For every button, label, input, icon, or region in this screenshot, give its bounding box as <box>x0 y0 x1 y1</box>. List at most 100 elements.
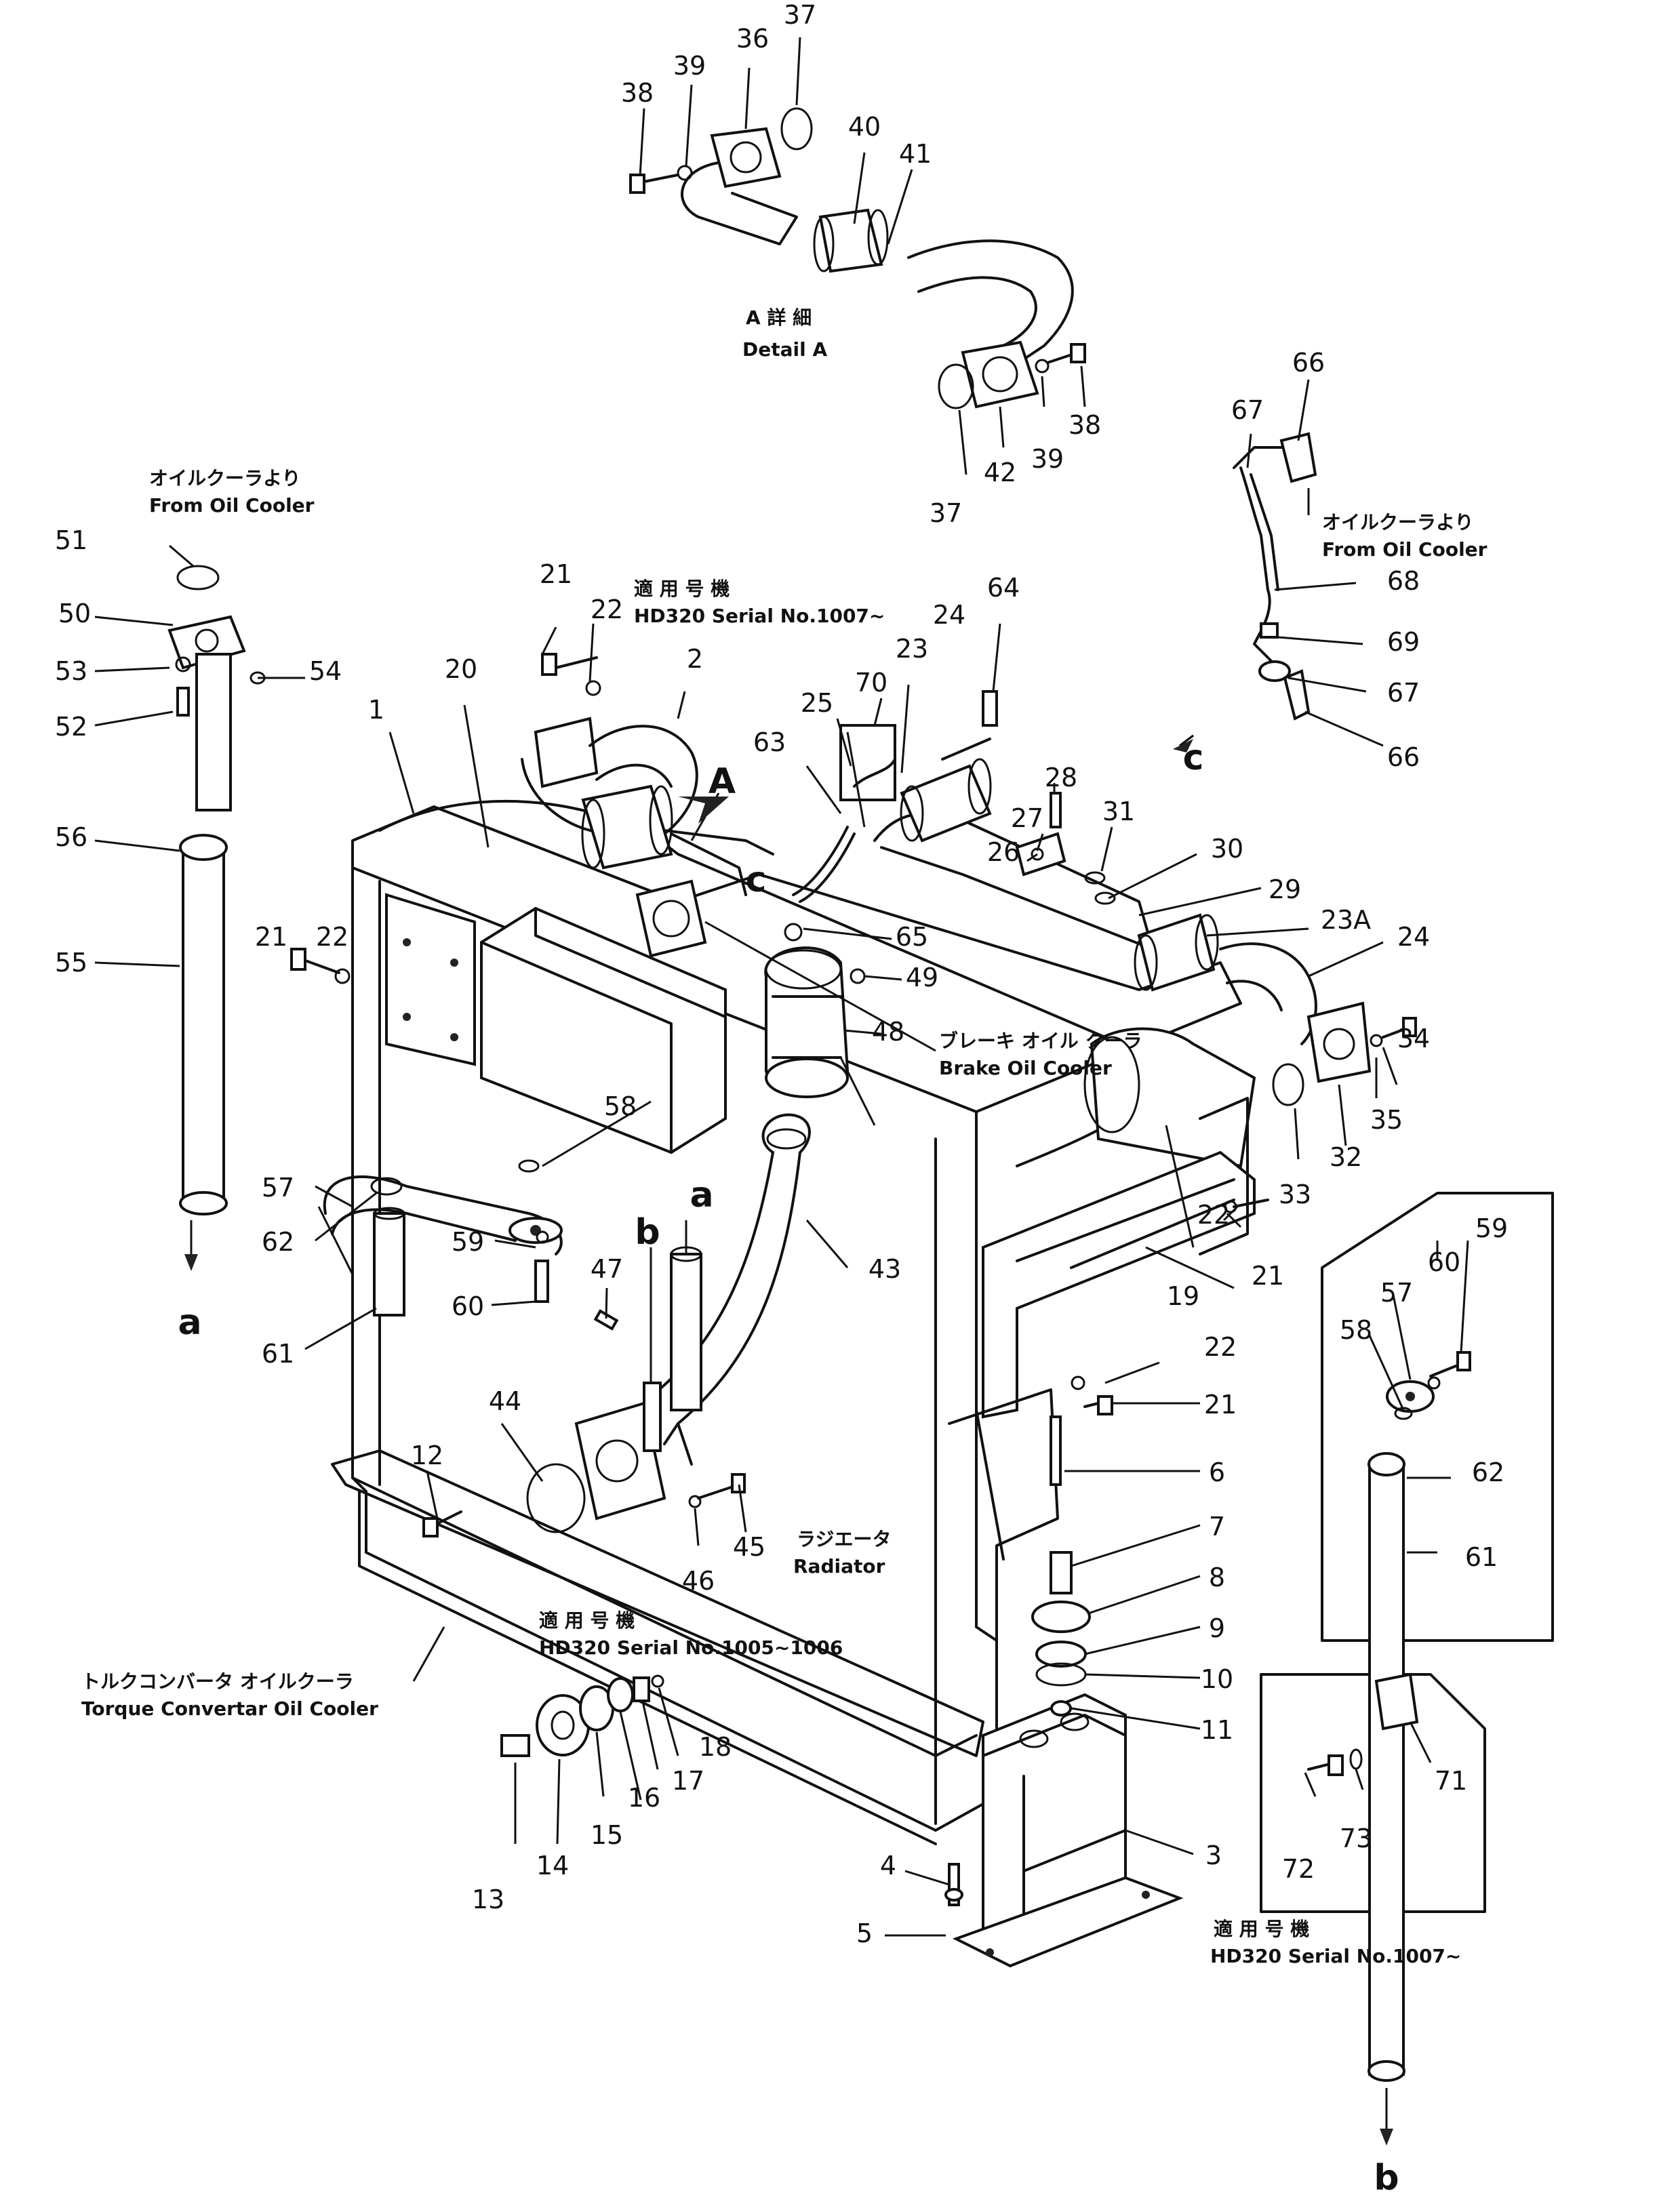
callout-25: 25 <box>801 688 833 718</box>
callout-14: 14 <box>536 1851 569 1881</box>
right-detail-box <box>1260 1192 1554 2146</box>
callout-3: 3 <box>1205 1841 1222 1870</box>
letter-c-right: c <box>1183 738 1204 778</box>
callout-4: 4 <box>880 1851 896 1881</box>
callout-1: 1 <box>368 695 384 725</box>
callout-2: 2 <box>687 644 703 674</box>
callout-19: 19 <box>1167 1281 1199 1311</box>
callout-37a: 37 <box>784 0 816 30</box>
callout-21c: 21 <box>1252 1261 1284 1291</box>
letter-b-bottom: b <box>1374 2158 1399 2198</box>
callout-38a: 38 <box>621 78 654 108</box>
serial-bottom-en: HD320 Serial No.1007~ <box>1210 1945 1461 1967</box>
callout-23: 23 <box>896 634 928 664</box>
callout-21d: 21 <box>1204 1390 1237 1420</box>
callout-59a: 59 <box>452 1227 484 1257</box>
brake-cooler-jp: ブレーキ オイル クーラ <box>939 1030 1142 1052</box>
callout-9: 9 <box>1209 1613 1225 1643</box>
callout-12: 12 <box>411 1441 443 1470</box>
serial-top-en: HD320 Serial No.1007~ <box>634 605 885 627</box>
radiator-jp: ラジエータ <box>797 1528 891 1550</box>
from-oil-cooler-jp-left: オイルクーラより <box>149 467 300 489</box>
callout-labels: 37 36 39 38 40 41 A 詳 細 Detail A 66 67 3… <box>55 0 1508 2198</box>
callout-61b: 61 <box>1465 1542 1498 1572</box>
callout-22a: 22 <box>591 595 623 624</box>
callout-68: 68 <box>1387 566 1420 596</box>
callout-62b: 62 <box>1472 1457 1504 1487</box>
serial-top-jp: 適 用 号 機 <box>634 578 730 600</box>
torque-cooler-en: Torque Convertar Oil Cooler <box>81 1697 378 1720</box>
callout-23A: 23A <box>1321 905 1371 935</box>
callout-46: 46 <box>682 1566 715 1596</box>
callout-31: 31 <box>1102 797 1135 826</box>
callout-55: 55 <box>55 948 87 978</box>
callout-70: 70 <box>855 668 887 698</box>
callout-20: 20 <box>445 654 477 684</box>
callout-67a: 67 <box>1231 395 1264 425</box>
callout-53: 53 <box>55 656 87 686</box>
callout-34: 34 <box>1397 1024 1430 1053</box>
callout-58b: 58 <box>1340 1315 1372 1345</box>
callout-36: 36 <box>736 24 769 54</box>
callout-49: 49 <box>906 963 938 992</box>
letter-a-left: a <box>178 1302 201 1343</box>
callout-29: 29 <box>1269 874 1301 904</box>
callout-21a: 21 <box>540 559 572 589</box>
radiator-body <box>331 799 1256 1968</box>
serial-bottom-jp: 適 用 号 機 <box>1214 1918 1309 1940</box>
callout-65: 65 <box>896 922 928 952</box>
callout-69: 69 <box>1387 627 1420 657</box>
detail-a-en: Detail A <box>742 338 827 361</box>
callout-50: 50 <box>58 599 91 628</box>
letter-A: A <box>708 761 736 802</box>
callout-51: 51 <box>55 525 87 555</box>
callout-5: 5 <box>856 1918 873 1948</box>
callout-21b: 21 <box>255 922 287 952</box>
callout-64: 64 <box>987 573 1020 603</box>
callout-73: 73 <box>1340 1824 1372 1853</box>
callout-58a: 58 <box>604 1091 637 1121</box>
callout-57a: 57 <box>262 1173 294 1203</box>
from-oil-cooler-en-left: From Oil Cooler <box>149 494 315 517</box>
callout-10: 10 <box>1201 1664 1233 1694</box>
callout-32: 32 <box>1330 1142 1362 1172</box>
callout-27: 27 <box>1011 803 1043 833</box>
leader-lines <box>94 37 1469 1937</box>
callout-61a: 61 <box>262 1339 294 1369</box>
callout-24a: 24 <box>933 600 965 630</box>
callout-33: 33 <box>1279 1180 1311 1209</box>
callout-72: 72 <box>1282 1854 1315 1884</box>
callout-60b: 60 <box>1428 1247 1460 1277</box>
left-pipe-assembly <box>167 565 266 1271</box>
from-oil-cooler-en-right: From Oil Cooler <box>1322 538 1488 561</box>
callout-6: 6 <box>1209 1457 1225 1487</box>
detail-a-assembly <box>629 107 1086 409</box>
callout-62a: 62 <box>262 1227 294 1257</box>
arrow-c-icon <box>1173 739 1193 752</box>
callout-39b: 39 <box>1031 444 1064 474</box>
right-small-pipe <box>1233 432 1317 721</box>
callout-30: 30 <box>1211 834 1243 864</box>
callout-39a: 39 <box>673 51 706 81</box>
callout-67b: 67 <box>1387 678 1420 708</box>
callout-38b: 38 <box>1069 410 1101 440</box>
callout-17: 17 <box>672 1766 704 1796</box>
arrow-a-icon <box>678 797 729 824</box>
callout-35: 35 <box>1370 1105 1403 1135</box>
callout-22b: 22 <box>316 922 348 952</box>
callout-37b: 37 <box>930 498 962 528</box>
callout-47: 47 <box>591 1254 623 1284</box>
callout-54: 54 <box>309 656 342 686</box>
callout-60a: 60 <box>452 1291 484 1321</box>
letter-c-mid: c <box>746 860 767 900</box>
torque-cooler-jp: トルクコンバータ オイルクーラ <box>81 1670 354 1693</box>
callout-7: 7 <box>1209 1512 1225 1542</box>
from-oil-cooler-jp-right: オイルクーラより <box>1322 511 1473 534</box>
callout-48: 48 <box>872 1017 904 1047</box>
callout-44: 44 <box>489 1386 521 1416</box>
callout-28: 28 <box>1045 763 1077 792</box>
brake-cooler-en: Brake Oil Cooler <box>939 1057 1112 1079</box>
callout-41: 41 <box>899 139 932 169</box>
